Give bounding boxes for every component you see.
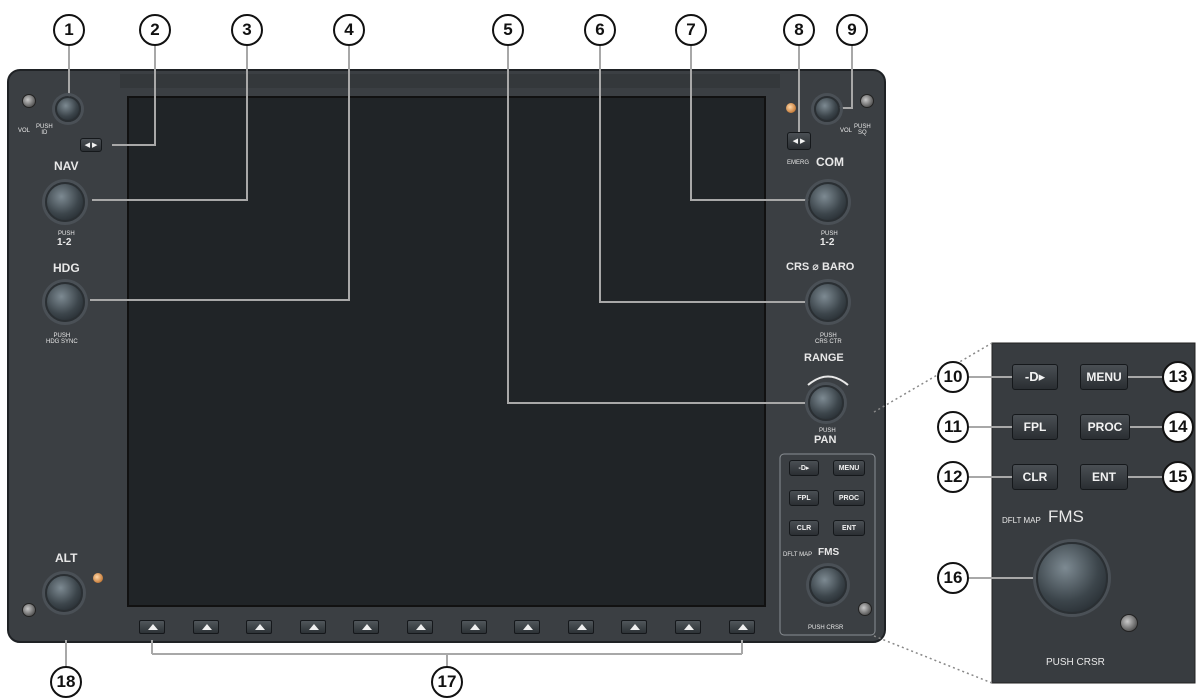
com-volume-knob[interactable]: [814, 96, 840, 122]
callout-15: 15: [1162, 461, 1194, 493]
softkey-6[interactable]: [407, 620, 433, 634]
direct-to-key[interactable]: -D▸: [789, 460, 819, 476]
callout-16: 16: [937, 562, 969, 594]
callout-13: 13: [1162, 361, 1194, 393]
com-label: COM: [816, 156, 844, 169]
clr-key[interactable]: CLR: [789, 520, 819, 536]
crs-push-label: PUSH CRS CTR: [815, 333, 842, 346]
fpl-key[interactable]: FPL: [789, 490, 819, 506]
inset-dflt-map-label: DFLT MAP: [1002, 517, 1041, 525]
softkey-10[interactable]: [621, 620, 647, 634]
callout-3: 3: [231, 14, 263, 46]
callout-6: 6: [584, 14, 616, 46]
hdg-knob[interactable]: [45, 282, 85, 322]
inset-clr-key[interactable]: CLR: [1012, 464, 1058, 490]
ent-key[interactable]: ENT: [833, 520, 865, 536]
hdg-label: HDG: [53, 262, 80, 275]
com-vol-label: VOL: [840, 128, 852, 134]
callout-8: 8: [783, 14, 815, 46]
inset-fms-label: FMS: [1048, 508, 1084, 526]
com-push-sq-label: PUSH SQ: [854, 124, 871, 137]
emerg-label: EMERG: [787, 160, 809, 166]
softkey-11[interactable]: [675, 620, 701, 634]
callout-14: 14: [1162, 411, 1194, 443]
hdg-push-label: PUSH HDG SYNC: [46, 333, 78, 346]
nav-vol-label: VOL: [18, 128, 30, 134]
softkey-9[interactable]: [568, 620, 594, 634]
fms-inset-panel: [992, 343, 1195, 683]
callout-9: 9: [836, 14, 868, 46]
callout-1: 1: [53, 14, 85, 46]
callout-12: 12: [937, 461, 969, 493]
push-crsr-label: PUSH CRSR: [808, 625, 843, 631]
screw-bottom-left: [22, 603, 36, 617]
com-frequency-transfer-key[interactable]: ◀ ▶: [787, 132, 811, 150]
fms-knob[interactable]: [809, 566, 847, 604]
inset-menu-key[interactable]: MENU: [1080, 364, 1128, 390]
screw-bottom-right: [858, 602, 872, 616]
softkey-8[interactable]: [514, 620, 540, 634]
fms-label: FMS: [818, 548, 839, 559]
crs-baro-knob[interactable]: [808, 282, 848, 322]
inset-push-crsr-label: PUSH CRSR: [1046, 658, 1105, 669]
nav-12-label: 1-2: [57, 238, 71, 249]
zoom-line-bottom: [874, 636, 992, 683]
callout-4: 4: [333, 14, 365, 46]
com-knob[interactable]: [808, 182, 848, 222]
dflt-map-label: DFLT MAP: [783, 552, 812, 558]
inset-direct-to-key[interactable]: -D▸: [1012, 364, 1058, 390]
callout-2: 2: [139, 14, 171, 46]
callout-7: 7: [675, 14, 707, 46]
nav-knob[interactable]: [45, 182, 85, 222]
screw-top-right: [860, 94, 874, 108]
range-label: RANGE: [804, 353, 844, 365]
crs-baro-label: CRS ⌀ BARO: [786, 262, 854, 274]
inset-fms-knob[interactable]: [1036, 542, 1108, 614]
display-screen: [128, 97, 765, 606]
pan-label: PAN: [814, 435, 836, 447]
softkey-7[interactable]: [461, 620, 487, 634]
com-12-label: 1-2: [820, 238, 834, 249]
inset-proc-key[interactable]: PROC: [1080, 414, 1130, 440]
softkey-3[interactable]: [246, 620, 272, 634]
inset-fpl-key[interactable]: FPL: [1012, 414, 1058, 440]
proc-key[interactable]: PROC: [833, 490, 865, 506]
alt-knob[interactable]: [45, 574, 83, 612]
photocell-top: [786, 103, 796, 113]
softkey-4[interactable]: [300, 620, 326, 634]
callout-10: 10: [937, 361, 969, 393]
nav-volume-knob[interactable]: [55, 96, 81, 122]
alt-label: ALT: [55, 552, 77, 565]
callout-18: 18: [50, 666, 82, 698]
softkey-1[interactable]: [139, 620, 165, 634]
nav-frequency-transfer-key[interactable]: ◀ ▶: [80, 138, 102, 152]
menu-key[interactable]: MENU: [833, 460, 865, 476]
range-pan-joystick[interactable]: [808, 385, 844, 421]
screw-top-left: [22, 94, 36, 108]
callout-11: 11: [937, 411, 969, 443]
softkey-12[interactable]: [729, 620, 755, 634]
softkey-2[interactable]: [193, 620, 219, 634]
callout-5: 5: [492, 14, 524, 46]
nav-push-id-label: PUSH ID: [36, 124, 53, 137]
photocell-bottom: [93, 573, 103, 583]
bezel-top-strip: [120, 74, 780, 88]
callout-17: 17: [431, 666, 463, 698]
nav-label: NAV: [54, 160, 78, 173]
screw-inset: [1120, 614, 1138, 632]
softkey-5[interactable]: [353, 620, 379, 634]
inset-ent-key[interactable]: ENT: [1080, 464, 1128, 490]
